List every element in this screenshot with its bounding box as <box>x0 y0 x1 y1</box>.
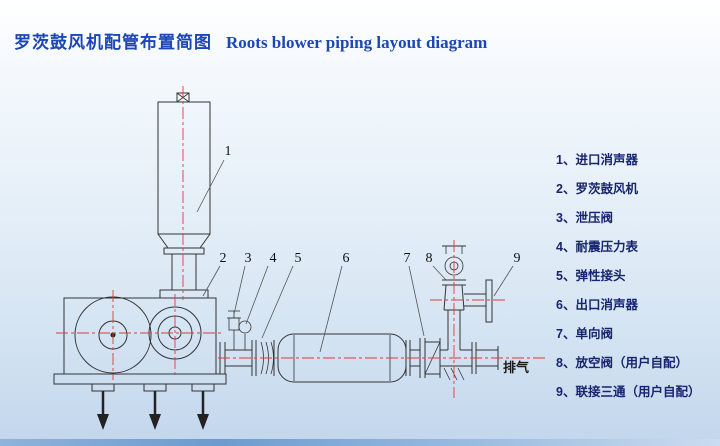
connecting-tee <box>440 310 499 381</box>
anchor-arrow <box>97 391 109 430</box>
callout-8: 8 <box>426 251 433 266</box>
callout-5: 5 <box>295 251 302 266</box>
legend-item: 4、耐震压力表 <box>556 240 638 254</box>
callout-2: 2 <box>220 251 227 266</box>
callout-4: 4 <box>270 251 277 266</box>
center-lines <box>56 86 548 398</box>
page-title: 罗茨鼓风机配管布置简图 Roots blower piping layout d… <box>14 28 487 53</box>
legend-item: 5、弹性接头 <box>556 269 626 283</box>
vent-valve <box>442 245 493 323</box>
legend-item: 1、进口消声器 <box>556 153 638 167</box>
anchor-arrow <box>197 391 209 430</box>
legend-item: 9、联接三通（用户自配） <box>556 385 701 399</box>
inlet-silencer <box>157 92 211 299</box>
leader-lines <box>196 159 514 353</box>
relief-valve <box>227 310 241 350</box>
anchor-arrow <box>149 391 161 430</box>
pressure-gauge <box>238 320 252 350</box>
roots-blower <box>53 296 227 430</box>
bottom-gradient-strip <box>0 439 720 446</box>
legend: 1、进口消声器 2、罗茨鼓风机 3、泄压阀 4、耐震压力表 5、弹性接头 6、出… <box>556 146 700 407</box>
flexible-joint <box>251 340 275 376</box>
legend-item: 3、泄压阀 <box>556 211 613 225</box>
title-chinese: 罗茨鼓风机配管布置简图 <box>14 33 212 52</box>
callout-7: 7 <box>404 251 411 266</box>
callout-6: 6 <box>343 251 350 266</box>
legend-item: 2、罗茨鼓风机 <box>556 182 638 196</box>
legend-item: 6、出口消声器 <box>556 298 638 312</box>
legend-item: 7、单向阀 <box>556 327 613 341</box>
legend-item: 8、放空阀（用户自配） <box>556 356 688 370</box>
title-english: Roots blower piping layout diagram <box>226 33 488 52</box>
callout-1: 1 <box>225 144 232 159</box>
callout-numbers: 1 2 3 4 5 6 7 8 9 <box>220 144 521 266</box>
exhaust-label: 排气 <box>503 360 529 375</box>
callout-3: 3 <box>245 251 252 266</box>
callout-9: 9 <box>514 251 521 266</box>
